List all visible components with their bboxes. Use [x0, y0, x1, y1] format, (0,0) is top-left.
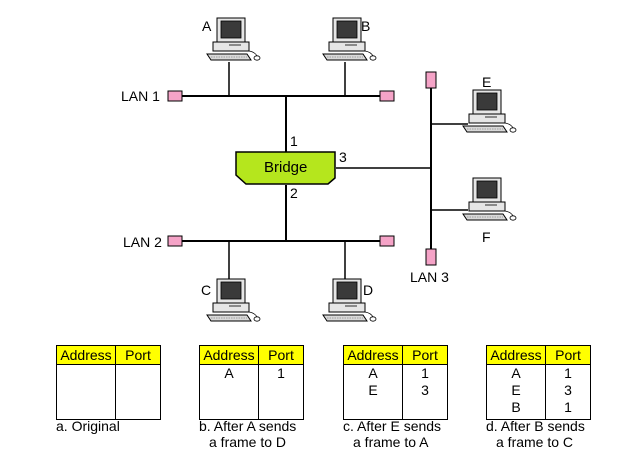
address-entry: A — [368, 365, 378, 381]
header-port: Port — [258, 345, 304, 365]
port-entry: 1 — [277, 365, 285, 381]
computer-c-icon — [206, 278, 261, 322]
network-diagram: LAN 1 LAN 2 LAN 3 Bridge 1 2 3 A B C D E… — [121, 17, 517, 322]
table-after-a: Address Port A 1 — [199, 345, 304, 420]
port-label-2: 2 — [290, 185, 298, 201]
port-cell — [115, 364, 161, 420]
caption-after-b: d. After B sends a frame to C — [486, 418, 585, 450]
port-entry: 1 — [564, 399, 572, 415]
station-c-label: C — [201, 282, 211, 298]
bridge-label: Bridge — [264, 159, 307, 176]
station-f-label: F — [482, 229, 491, 245]
caption-line: a frame to C — [496, 434, 574, 450]
port-entry: 1 — [421, 365, 429, 381]
caption-line: c. After E sends — [343, 418, 442, 434]
table-original: Address Port — [56, 345, 161, 420]
caption-after-a: b. After A sends a frame to D — [199, 418, 296, 450]
table-row: A E B 1 3 1 — [486, 364, 591, 420]
header-port: Port — [402, 345, 448, 365]
address-entry: A — [511, 365, 521, 381]
port-label-1: 1 — [290, 133, 298, 149]
port-cell: 1 — [258, 364, 304, 420]
address-cell: A E — [343, 364, 403, 420]
lan1-terminator-right — [379, 90, 395, 102]
table-row: A 1 — [199, 364, 304, 420]
station-b-label: B — [361, 18, 370, 34]
address-cell — [56, 364, 116, 420]
header-port: Port — [545, 345, 591, 365]
header-port: Port — [115, 345, 161, 365]
computer-e-icon — [462, 89, 517, 133]
header-address: Address — [486, 345, 546, 365]
header-address: Address — [343, 345, 403, 365]
computer-a-icon — [206, 17, 261, 61]
lan2-label: LAN 2 — [123, 234, 162, 250]
caption-after-e: c. After E sends a frame to A — [343, 418, 441, 450]
port-entry: 1 — [564, 365, 572, 381]
station-a-label: A — [202, 18, 212, 34]
port-cell: 1 3 — [402, 364, 448, 420]
header-address: Address — [56, 345, 116, 365]
lan1-label: LAN 1 — [121, 88, 160, 104]
station-e-label: E — [482, 74, 491, 90]
address-entry: A — [224, 365, 234, 381]
port-label-3: 3 — [339, 149, 347, 165]
address-entry: E — [511, 382, 521, 398]
address-entry: B — [511, 399, 521, 415]
lan2-terminator-left — [167, 235, 183, 247]
table-after-e: Address Port A E 1 3 — [343, 345, 448, 420]
lan2-terminator-right — [379, 235, 395, 247]
table-row: A E 1 3 — [343, 364, 448, 420]
caption-line: d. After B sends — [486, 418, 585, 434]
table-row — [56, 364, 161, 420]
lan1-terminator-left — [167, 90, 183, 102]
station-d-label: D — [363, 282, 373, 298]
address-entry: E — [368, 382, 378, 398]
computer-f-icon — [462, 177, 517, 221]
caption-line: a frame to A — [353, 434, 429, 450]
table-after-b: Address Port A E B 1 3 1 — [486, 345, 591, 420]
caption-line: a frame to D — [209, 434, 287, 450]
port-entry: 3 — [564, 382, 572, 398]
lan3-label: LAN 3 — [410, 269, 449, 285]
port-cell: 1 3 1 — [545, 364, 591, 420]
address-cell: A — [199, 364, 259, 420]
lan3-terminator-bottom — [425, 248, 437, 266]
port-entry: 3 — [421, 382, 429, 398]
lan3-terminator-top — [425, 71, 437, 89]
caption-line: a. Original — [56, 418, 120, 434]
header-address: Address — [199, 345, 259, 365]
address-cell: A E B — [486, 364, 546, 420]
bridge-box — [235, 151, 336, 185]
caption-original: a. Original — [56, 418, 120, 434]
caption-line: b. After A sends — [199, 418, 297, 434]
